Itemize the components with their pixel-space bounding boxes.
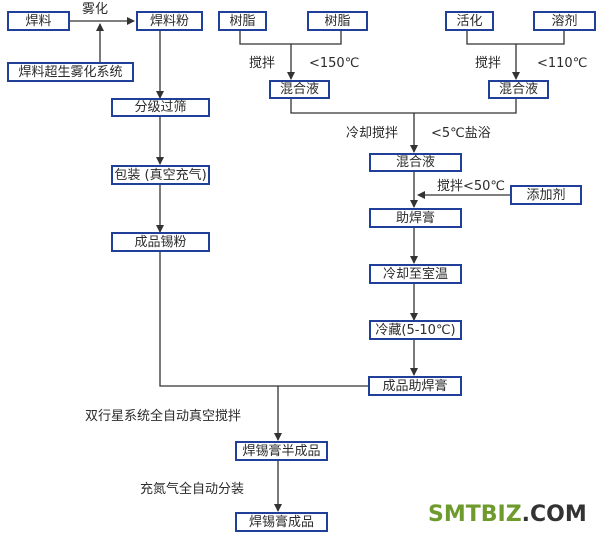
node-atomize-system: 焊料超生雾化系统 [7, 62, 134, 82]
brand-logo: SMTBIZ.COM [428, 502, 587, 527]
node-flux-product: 成品助焊膏 [368, 376, 462, 396]
label-stir-b: 搅拌 [475, 56, 502, 71]
connector-resins [239, 31, 342, 45]
node-solvent: 溶剂 [533, 11, 596, 31]
node-mix-2: 混合液 [488, 80, 549, 99]
node-additive: 添加剂 [510, 185, 582, 205]
label-stir-a: 搅拌 [249, 56, 276, 71]
label-brine: <5℃盐浴 [431, 126, 491, 141]
brand-part-1: SMTBIZ [428, 502, 522, 527]
node-tin-powder: 成品锡粉 [111, 232, 210, 252]
node-mix-1: 混合液 [269, 80, 330, 99]
node-activator: 活化 [445, 11, 494, 31]
label-stir-50: 搅拌<50℃ [437, 179, 506, 194]
node-mix-3: 混合液 [369, 153, 462, 172]
label-atomize: 雾化 [82, 2, 109, 17]
node-final-product: 焊锡膏成品 [235, 512, 328, 532]
node-refrigerate: 冷藏(5-10℃) [369, 320, 462, 340]
node-solder: 焊料 [7, 11, 70, 31]
connector-tinpowder-merge [159, 252, 278, 387]
label-temp-150: <150℃ [309, 56, 360, 71]
label-planetary: 双行星系统全自动真空搅拌 [85, 409, 242, 424]
label-nitrogen: 充氮气全自动分装 [140, 482, 245, 497]
brand-part-2: .COM [521, 502, 587, 527]
connector-mixes [290, 99, 517, 114]
node-package: 包装 (真空充气) [111, 165, 210, 185]
node-resin-2: 树脂 [307, 11, 368, 31]
label-temp-110: <110℃ [537, 56, 588, 71]
label-cool-stir: 冷却搅拌 [346, 126, 399, 141]
node-flux: 助焊膏 [369, 208, 462, 228]
connector-activator-solvent [466, 31, 565, 45]
node-semi-product: 焊锡膏半成品 [235, 441, 328, 461]
node-solder-powder: 焊料粉 [136, 11, 203, 31]
node-resin-1: 树脂 [218, 11, 267, 31]
node-cool-room: 冷却至室温 [369, 264, 462, 284]
node-classify: 分级过筛 [111, 98, 210, 117]
